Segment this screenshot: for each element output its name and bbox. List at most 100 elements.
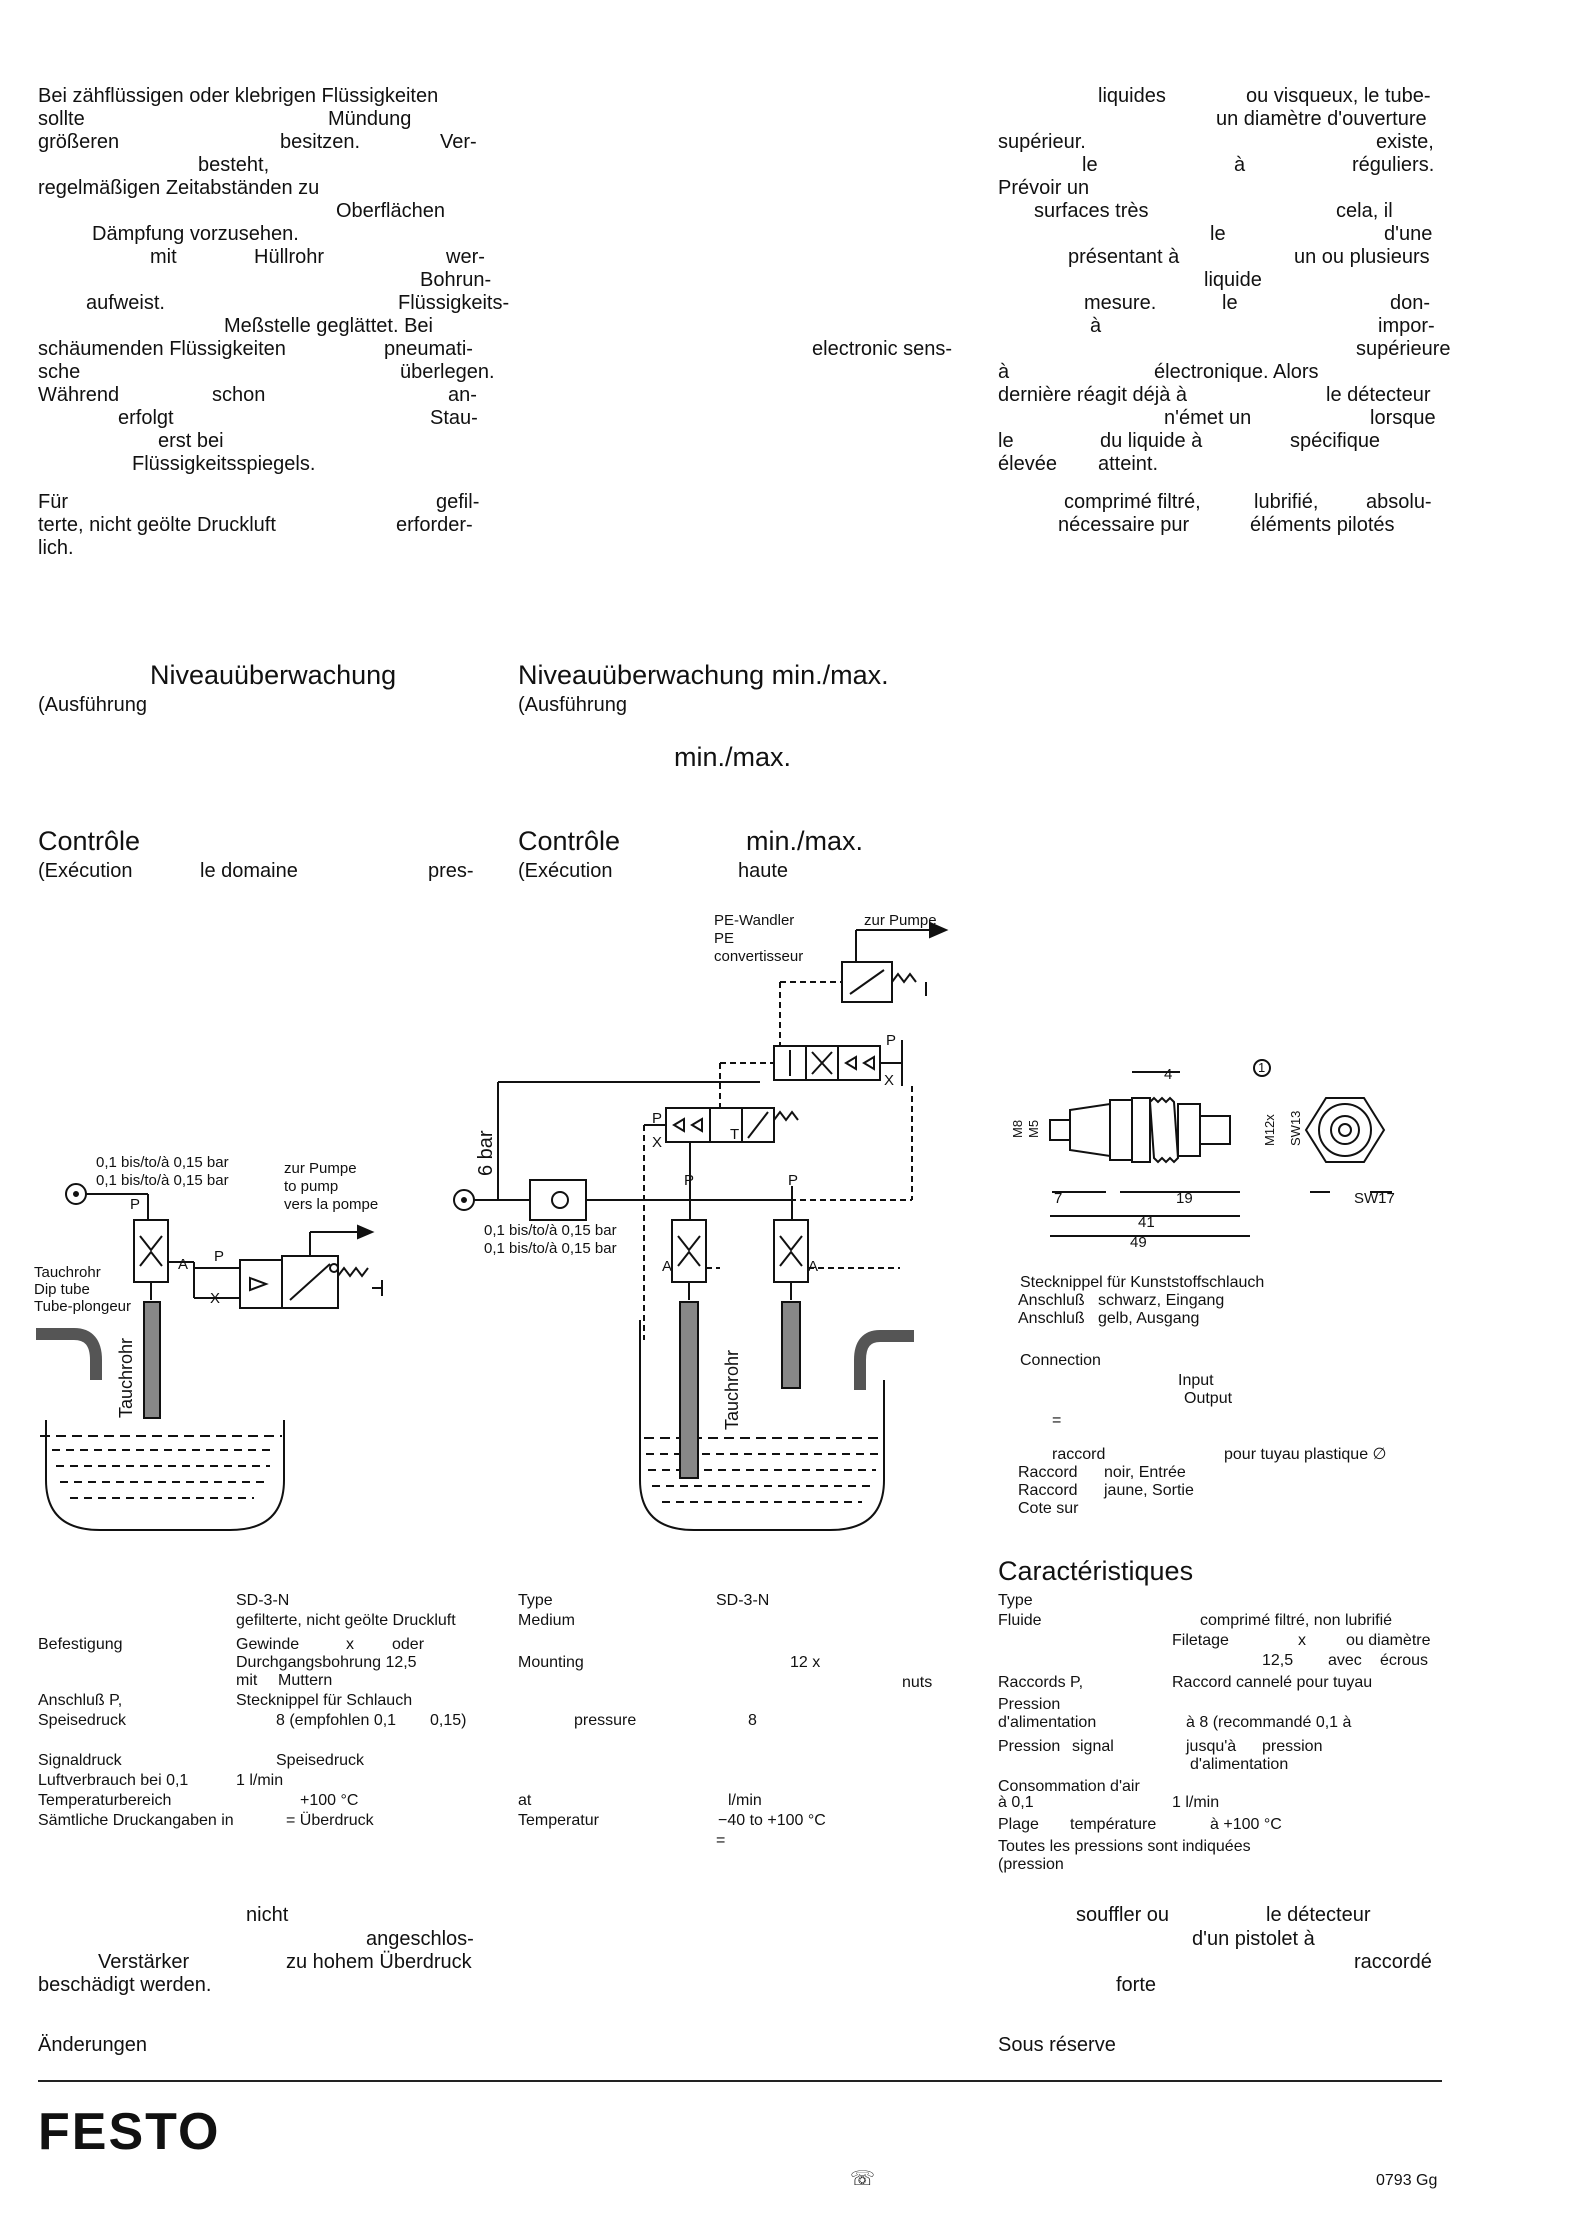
diagram-level-monitoring: Tauchrohr bbox=[36, 1183, 383, 1531]
german-paragraph-line: regelmäßigen Zeitabständen zu bbox=[38, 177, 320, 199]
spec-fr-line: ou diamètre bbox=[1346, 1632, 1431, 1649]
section-heading: (Exécution bbox=[518, 860, 613, 882]
spec-de-line: gefilterte, nicht geölte Druckluft bbox=[236, 1612, 456, 1629]
diagram-middle-label: 0,1 bis/to/à 0,15 bar bbox=[484, 1240, 617, 1257]
dimension-label: 19 bbox=[1176, 1190, 1193, 1207]
french-paragraph-line: à bbox=[998, 361, 1010, 383]
french-paragraph-line: le bbox=[1210, 223, 1226, 245]
connection-note-line: Input bbox=[1178, 1372, 1214, 1389]
svg-text:M12x: M12x bbox=[1262, 1114, 1277, 1146]
section-heading: min./max. bbox=[674, 742, 792, 772]
french-paragraph-line: supérieur. bbox=[998, 131, 1086, 153]
spec-fr-line: jusqu'à bbox=[1186, 1738, 1237, 1755]
spec-de-line: 0,15) bbox=[430, 1712, 467, 1729]
spec-en-line: pressure bbox=[574, 1712, 637, 1729]
german-paragraph-line: größeren bbox=[38, 131, 120, 153]
german-paragraph-line: gefil- bbox=[436, 491, 480, 513]
spec-de-line: Anschluß P, bbox=[38, 1692, 123, 1709]
french-paragraph-line: réguliers. bbox=[1352, 154, 1435, 176]
german-paragraph-line: erforder- bbox=[396, 514, 473, 536]
spec-de-line: Speisedruck bbox=[276, 1752, 365, 1769]
french-paragraph-line: absolu- bbox=[1366, 491, 1432, 513]
diagram-left-label: P bbox=[130, 1196, 141, 1213]
french-paragraph-line: lubrifié, bbox=[1254, 491, 1319, 513]
middle-sensor-text: electronic sens- bbox=[812, 338, 953, 360]
spec-de-line: oder bbox=[392, 1636, 425, 1653]
german-paragraph-line: pneumati- bbox=[384, 338, 473, 360]
spec-fr-line: Consommation d'air bbox=[998, 1778, 1140, 1795]
spec-fr-line: Raccord cannelé pour tuyau bbox=[1172, 1674, 1373, 1691]
warning-line: beschädigt werden. bbox=[38, 1974, 212, 1996]
german-paragraph-line: Ver- bbox=[440, 131, 477, 153]
spec-fr-line: Type bbox=[998, 1592, 1033, 1609]
spec-en-line: = bbox=[716, 1832, 726, 1849]
diagram-middle-label: A bbox=[808, 1258, 819, 1275]
spec-de-line: Stecknippel für Schlauch bbox=[236, 1692, 413, 1709]
section-heading: Caractéristiques bbox=[998, 1556, 1194, 1586]
spec-fr-line: d'alimentation bbox=[998, 1714, 1097, 1731]
french-paragraph-line: le bbox=[998, 430, 1014, 452]
footer-changes-fr: Sous réserve bbox=[998, 2034, 1116, 2056]
spec-en-line: l/min bbox=[728, 1792, 762, 1809]
french-paragraph-line: le bbox=[1082, 154, 1098, 176]
warning-line: forte bbox=[1116, 1974, 1157, 1996]
spec-fr-line: Fluide bbox=[998, 1612, 1042, 1629]
french-paragraph-line: élevée bbox=[998, 453, 1057, 475]
connection-note-line: Connection bbox=[1020, 1352, 1101, 1369]
diagram-left-label: zur Pumpe bbox=[284, 1160, 357, 1177]
section-heading: Niveauüberwachung bbox=[150, 660, 397, 690]
spec-fr-line: Raccords P, bbox=[998, 1674, 1084, 1691]
spec-fr-line: d'alimentation bbox=[1190, 1756, 1289, 1773]
german-paragraph-line: sollte bbox=[38, 108, 85, 130]
spec-fr-line: Toutes les pressions sont indiquées bbox=[998, 1838, 1251, 1855]
german-paragraph-line: besteht, bbox=[198, 154, 270, 176]
french-paragraph-line: ou visqueux, le tube- bbox=[1246, 85, 1431, 107]
french-paragraph-line: éléments pilotés bbox=[1250, 514, 1395, 536]
spec-fr-line: (pression bbox=[998, 1856, 1064, 1873]
french-paragraph-line: atteint. bbox=[1098, 453, 1159, 475]
footer-rule bbox=[38, 2080, 1442, 2082]
german-paragraph-line: terte, nicht geölte Druckluft bbox=[38, 514, 276, 536]
warning-line: raccordé bbox=[1354, 1951, 1432, 1973]
german-paragraph-line: Mündung bbox=[328, 108, 412, 130]
spec-fr-line: 12,5 bbox=[1262, 1652, 1294, 1669]
warning-line: d'un pistolet à bbox=[1192, 1928, 1315, 1950]
german-paragraph-line: lich. bbox=[38, 537, 74, 559]
dimension-label: 4 bbox=[1164, 1066, 1173, 1083]
diagram-middle-label: convertisseur bbox=[714, 948, 804, 965]
french-paragraph-line: surfaces très bbox=[1034, 200, 1149, 222]
diagram-middle-label: P bbox=[788, 1172, 799, 1189]
french-paragraph-line: du liquide à bbox=[1100, 430, 1203, 452]
spec-fr-line: à +100 °C bbox=[1210, 1816, 1282, 1833]
dimension-label: 7 bbox=[1054, 1190, 1063, 1207]
diagram-middle-label: X bbox=[652, 1134, 663, 1151]
warning-line: zu hohem Überdruck bbox=[286, 1951, 472, 1973]
connection-note-line: Raccord bbox=[1018, 1482, 1078, 1499]
diagram-left-label: Tauchrohr bbox=[34, 1264, 101, 1281]
diagram-middle-label: A bbox=[662, 1258, 673, 1275]
spec-fr-line: Pression bbox=[998, 1738, 1061, 1755]
section-heading: Contrôle bbox=[518, 826, 621, 856]
spec-de-line: +100 °C bbox=[300, 1792, 359, 1809]
french-paragraph-line: spécifique bbox=[1290, 430, 1381, 452]
spec-de-line: Sämtliche Druckangaben in bbox=[38, 1812, 234, 1829]
connection-note-line: Anschluß bbox=[1018, 1292, 1085, 1309]
festo-logo: FESTO bbox=[38, 2103, 221, 2161]
document-code: 0793 Gg bbox=[1376, 2172, 1438, 2189]
german-paragraph-line: an- bbox=[448, 384, 477, 406]
connection-note-line: Raccord bbox=[1018, 1464, 1078, 1481]
spec-fr-line: Plage bbox=[998, 1816, 1039, 1833]
spec-fr-line: Filetage bbox=[1172, 1632, 1229, 1649]
german-paragraph-line: Meßstelle geglättet. Bei bbox=[224, 315, 433, 337]
spec-de-line: Temperaturbereich bbox=[38, 1792, 172, 1809]
spec-fr-line: Pression bbox=[998, 1696, 1061, 1713]
diagram-middle-label: PE bbox=[714, 930, 735, 947]
section-heading: haute bbox=[738, 860, 789, 882]
french-paragraph-line: cela, il bbox=[1336, 200, 1393, 222]
spec-de-line: Signaldruck bbox=[38, 1752, 122, 1769]
section-heading: (Ausführung bbox=[38, 694, 147, 716]
french-paragraph-line: mesure. bbox=[1084, 292, 1157, 314]
french-paragraph-line: Prévoir un bbox=[998, 177, 1090, 199]
french-paragraph-line: le bbox=[1222, 292, 1238, 314]
connection-note-line: Stecknippel für Kunststoffschlauch bbox=[1020, 1274, 1265, 1291]
